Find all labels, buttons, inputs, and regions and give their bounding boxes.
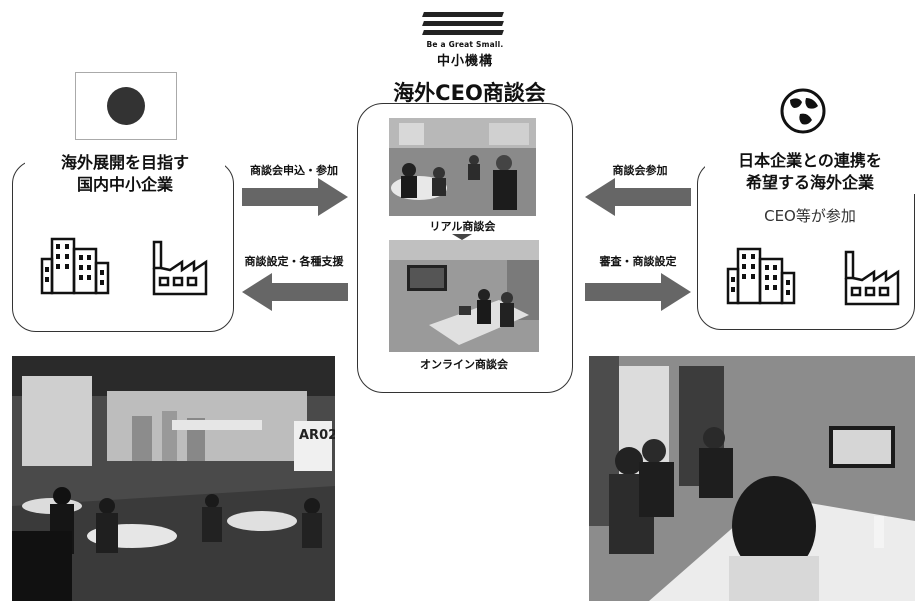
right-title-line1: 日本企業との連携を xyxy=(738,151,882,170)
right-subtitle: CEO等が参加 xyxy=(764,207,856,225)
chevron-down-icon xyxy=(452,234,472,240)
arrow-left-icon xyxy=(585,178,691,220)
logo-bar xyxy=(422,30,504,35)
logo-icon xyxy=(422,12,504,17)
arrow-right-icon xyxy=(585,273,691,315)
label-right-to-center: 商談会参加 xyxy=(612,164,668,177)
real-meeting-caption: リアル商談会 xyxy=(429,220,496,233)
right-title: 日本企業との連携を 希望する海外企業 xyxy=(705,150,915,194)
logo-tagline: Be a Great Small. xyxy=(426,40,504,49)
label-center-to-left: 商談設定・各種支援 xyxy=(244,255,344,268)
logo-bar xyxy=(422,21,504,26)
booth-sign: AR02 xyxy=(299,428,335,443)
left-title-line1: 海外展開を目指す xyxy=(60,153,189,172)
right-title-line2: 希望する海外企業 xyxy=(745,173,874,192)
online-meeting-photo xyxy=(389,240,539,352)
japan-flag-icon xyxy=(75,72,177,140)
building-icon xyxy=(726,245,798,311)
online-meeting-caption: オンライン商談会 xyxy=(420,358,508,371)
real-meeting-photo xyxy=(389,118,536,216)
logo: Be a Great Small. 中小機構 xyxy=(415,8,515,69)
arrow-left-icon xyxy=(242,273,348,315)
logo-name: 中小機構 xyxy=(436,54,493,69)
venue-photo-right xyxy=(589,356,915,601)
factory-icon xyxy=(150,238,210,300)
left-title-line2: 国内中小企業 xyxy=(76,175,173,194)
left-title: 海外展開を目指す 国内中小企業 xyxy=(25,152,225,196)
factory-icon xyxy=(842,248,902,310)
page-title: 海外CEO商談会 xyxy=(393,81,546,105)
center-panel xyxy=(357,103,573,393)
label-center-to-right: 審査・商談設定 xyxy=(599,255,677,268)
building-icon xyxy=(40,235,112,301)
arrow-right-icon xyxy=(242,178,348,220)
label-left-to-center: 商談会申込・参加 xyxy=(250,164,338,177)
venue-photo-left: AR02 xyxy=(12,356,335,601)
globe-icon xyxy=(780,88,826,138)
